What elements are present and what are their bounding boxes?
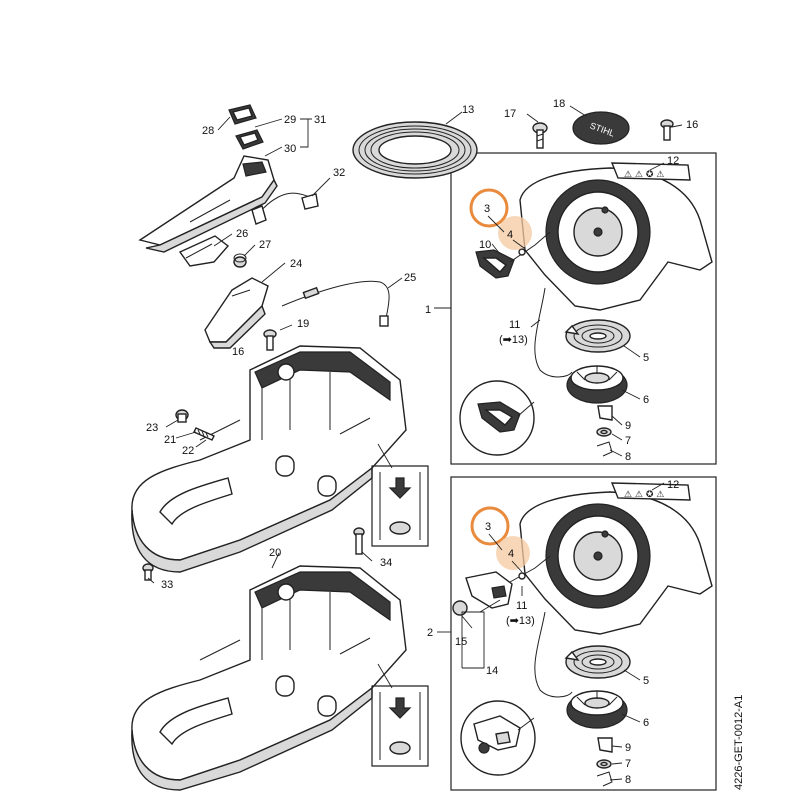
rope-rotor-6-top	[566, 365, 628, 404]
callout-15: 15	[455, 636, 467, 648]
callout-10: 10	[479, 239, 491, 251]
throttle-cable-25	[281, 280, 390, 327]
callout-32: 32	[333, 167, 345, 179]
rear-handle-housing-20	[131, 565, 407, 791]
rear-handle-housing-19	[131, 345, 407, 573]
callout-7-top: 7	[625, 435, 631, 447]
screw-17	[532, 122, 548, 149]
starter-housing-1: ⚠ ⚠ ✪ ⚠	[519, 162, 713, 311]
leader-lines	[147, 105, 683, 781]
trigger-lever-30	[138, 155, 278, 253]
detail-frame-starter-2	[450, 476, 717, 791]
callout-29: 29	[284, 114, 296, 126]
screw-34	[353, 527, 365, 555]
callout-8-bottom: 8	[625, 774, 631, 786]
callout-14: 14	[486, 665, 498, 677]
callout-3-top: 3	[484, 203, 490, 215]
screw-16-left	[263, 329, 277, 351]
callout-17: 17	[504, 108, 516, 120]
callout-12-bottom: 12	[667, 479, 679, 491]
starter-grip-10	[475, 231, 551, 279]
callout-11-top: 11	[509, 319, 520, 331]
callout-4-bottom: 4	[508, 548, 514, 560]
rewind-spring-5-bottom	[564, 645, 631, 679]
callout-21: 21	[164, 434, 176, 446]
callout-30: 30	[284, 143, 296, 155]
lever-26	[178, 235, 230, 267]
callout-24: 24	[290, 258, 302, 270]
switch-part-29	[235, 129, 264, 150]
cable-32	[251, 192, 319, 225]
callout-1: 1	[425, 304, 431, 316]
pawl-9-top	[597, 405, 613, 421]
callout-3-bottom: 3	[485, 521, 491, 533]
rewind-spring-5-top	[564, 319, 631, 353]
callout-23: 23	[146, 422, 158, 434]
callout-11-bottom: 11	[516, 600, 527, 612]
starter-grip-14	[452, 555, 551, 616]
callout-13-ref-bottom: (➡13)	[506, 615, 535, 627]
pins-21-23	[175, 409, 215, 441]
svg-text:⚠ ⚠ ✪ ⚠: ⚠ ⚠ ✪ ⚠	[624, 490, 664, 500]
callout-34: 34	[380, 557, 392, 569]
detail-frame-starter-1	[450, 152, 717, 465]
rope-rotor-6-bottom	[566, 690, 628, 729]
highlight-fill-4-top	[498, 216, 532, 250]
grip-detail-circle-top	[459, 380, 535, 456]
rope-11-bottom	[534, 611, 573, 698]
svg-text:⚠ ⚠ ✪ ⚠: ⚠ ⚠ ✪ ⚠	[624, 170, 664, 180]
detail-inset-upper	[371, 443, 429, 547]
callout-13: 13	[462, 104, 474, 116]
switch-part-28	[228, 104, 257, 125]
highlight-ring-3-bottom	[470, 506, 510, 546]
callout-22: 22	[182, 445, 194, 457]
callout-25: 25	[404, 272, 416, 284]
washer-7-top	[596, 427, 612, 437]
callout-8-top: 8	[625, 451, 631, 463]
callout-28: 28	[202, 125, 214, 137]
document-code: 4226-GET-0012-A1	[733, 695, 745, 790]
callout-16-right: 16	[686, 119, 698, 131]
starter-housing-2: ⚠ ⚠ ✪ ⚠	[519, 482, 713, 635]
callout-5-bottom: 5	[643, 675, 649, 687]
callout-9-bottom: 9	[625, 742, 631, 754]
screw-33	[142, 563, 154, 581]
callout-18: 18	[553, 98, 565, 110]
washer-7-bottom	[596, 759, 612, 769]
callout-16-left: 16	[232, 346, 244, 358]
callout-13-ref-top: (➡13)	[499, 334, 528, 346]
callout-6-top: 6	[643, 394, 649, 406]
callout-20: 20	[269, 547, 281, 559]
callout-9-top: 9	[625, 420, 631, 432]
highlight-ring-3-top	[469, 188, 509, 228]
detail-inset-lower	[371, 663, 429, 767]
callout-7-bottom: 7	[625, 758, 631, 770]
grip-detail-circle-bottom	[460, 700, 536, 776]
rope-11-top	[534, 287, 573, 378]
callout-33: 33	[161, 579, 173, 591]
callout-12-top: 12	[667, 155, 679, 167]
callout-4-top: 4	[507, 229, 513, 241]
screw-16-right	[660, 119, 674, 141]
spring-clip-8-bottom	[596, 771, 613, 787]
spring-clip-8-top	[596, 441, 613, 457]
lever-24	[204, 277, 269, 349]
spring-27	[233, 253, 247, 268]
callout-6-bottom: 6	[643, 717, 649, 729]
callout-labels: 1 2 3 3 4 4 5 5 6 6 7 7 8 8 9 9 10 11 11…	[146, 98, 698, 786]
cap-18: STIHL	[572, 111, 630, 145]
callout-19: 19	[297, 318, 309, 330]
callout-31: 31	[314, 114, 326, 126]
highlight-fill-4-bottom	[496, 536, 530, 570]
pawl-9-bottom	[597, 737, 613, 753]
callout-5-top: 5	[643, 352, 649, 364]
callout-2: 2	[427, 627, 433, 639]
coil-13	[352, 121, 478, 179]
callout-27: 27	[259, 239, 271, 251]
callout-26: 26	[236, 228, 248, 240]
